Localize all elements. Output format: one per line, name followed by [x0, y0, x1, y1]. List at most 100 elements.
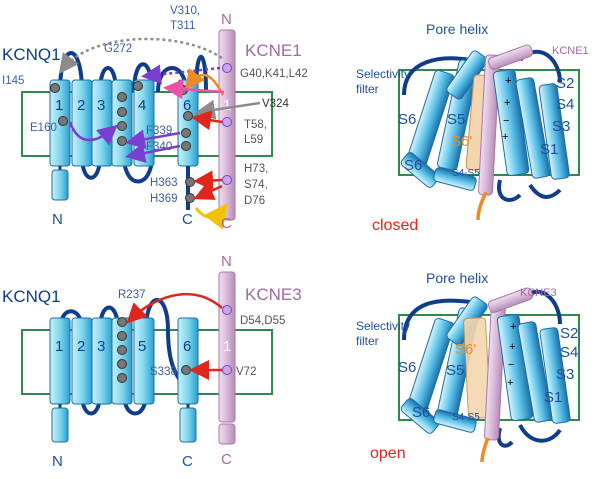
helix-number: 2	[77, 97, 85, 114]
residue-label: F340	[146, 141, 172, 153]
residue-label: V310,	[170, 5, 200, 17]
c-terminal-helix	[179, 407, 197, 443]
red-arrow	[191, 110, 223, 131]
helix-5	[133, 317, 155, 405]
kcne-residue-ball	[222, 117, 232, 127]
residue-label: V324	[262, 98, 289, 110]
residue-label: H73,	[244, 163, 268, 175]
filter-label: filter	[356, 82, 379, 96]
pore-helix-label: Pore helix	[426, 270, 488, 286]
purple-arrow	[68, 121, 118, 146]
helix-2	[71, 79, 93, 167]
kcne-c-label: C	[221, 451, 232, 468]
pink-arrow	[163, 79, 225, 100]
kcne1-top-helix	[487, 44, 534, 70]
helix-s4-s5	[433, 409, 477, 433]
panel-top-left: 1 2 3 4 6 1 K	[2, 5, 308, 232]
residue-label: L59	[244, 134, 263, 146]
s6-prime-label: S6'	[451, 133, 472, 150]
purple-arrow	[125, 143, 181, 163]
helix-number: 1	[55, 338, 63, 355]
charge-mark: −	[503, 115, 509, 127]
s6-lower-label: S6	[404, 157, 422, 174]
residue-ball	[117, 136, 127, 146]
kcne-n-label: N	[221, 11, 232, 28]
helix-number: 2	[77, 338, 85, 355]
residue-ball	[58, 116, 68, 126]
residue-label: V72	[236, 366, 256, 378]
residue-ball	[117, 345, 127, 355]
charge-mark: −	[508, 359, 514, 371]
kcne-n-label: N	[221, 253, 232, 270]
residue-label: G272	[104, 43, 132, 55]
helix-number: 3	[97, 97, 105, 114]
residue-ball	[50, 83, 60, 93]
c-terminal-label: C	[182, 211, 193, 228]
loop-line	[497, 179, 522, 202]
yellow-arrow	[194, 203, 228, 230]
s4-label: S4	[556, 96, 574, 113]
charge-mark: +	[504, 97, 510, 109]
helix-s1	[539, 327, 571, 424]
n-terminal-helix	[51, 169, 69, 201]
s6-prime-label: S6'	[455, 341, 476, 358]
residue-ball	[185, 177, 195, 187]
kcne3-c-helix	[218, 423, 236, 445]
pore-helix-label: Pore helix	[426, 21, 488, 37]
charge-mark: +	[502, 131, 508, 143]
residue-label: R237	[118, 289, 146, 301]
s1-label: S1	[544, 389, 562, 406]
residue-label: H369	[150, 193, 178, 205]
residue-ball	[181, 128, 191, 138]
purple-arrow	[125, 129, 181, 150]
state-label: open	[370, 445, 406, 462]
helix-number: 3	[97, 338, 105, 355]
s6-label: S6	[398, 111, 416, 128]
charge-mark: +	[509, 341, 515, 353]
residue-ball	[181, 141, 191, 151]
helix-3	[91, 79, 113, 167]
kcne-residue-ball	[222, 305, 232, 315]
residue-ball	[117, 331, 127, 341]
orange-tail	[480, 437, 490, 463]
helix-s4-s5	[433, 167, 477, 191]
s2-label: S2	[560, 325, 578, 342]
residue-ball	[117, 92, 127, 102]
red-arrow	[126, 292, 223, 324]
n-terminal-label: N	[52, 211, 63, 228]
residue-label: H363	[150, 177, 178, 189]
residue-ball	[117, 107, 127, 117]
loop-line	[528, 183, 562, 199]
filter-label: filter	[356, 334, 379, 348]
residue-ball	[133, 81, 143, 91]
helix-s1	[538, 83, 570, 180]
kcne-residue-ball	[222, 365, 232, 375]
s1-label: S1	[540, 141, 558, 158]
residue-label: T58,	[244, 119, 267, 131]
residue-label: E160	[30, 122, 57, 134]
s5-label: S5	[447, 111, 465, 128]
loop-line	[402, 298, 471, 341]
red-arrow	[193, 170, 223, 191]
charge-mark: +	[510, 321, 516, 333]
kcne-helix-number: 1	[223, 338, 231, 355]
loop-line	[496, 427, 514, 448]
kcne1-label: KCNE1	[552, 45, 589, 57]
residue-label: I145	[2, 75, 24, 87]
residue-label: F339	[146, 125, 172, 137]
residue-label: S74,	[244, 179, 268, 191]
kcne-c-label: C	[221, 215, 232, 232]
residue-ball	[183, 111, 193, 121]
helix-s4	[492, 68, 530, 176]
helix-3	[91, 317, 113, 405]
s6-lower-label: S6	[412, 404, 430, 421]
kcnq1-label: KCNQ1	[2, 287, 61, 306]
residue-ball	[117, 317, 127, 327]
residue-label: T311	[170, 20, 195, 32]
kcne-helix-number: 1	[223, 97, 231, 114]
helix-number: 4	[138, 97, 146, 114]
orange-tail	[476, 191, 488, 221]
selectivity-label: Selectivity	[356, 67, 410, 81]
state-label: closed	[372, 217, 418, 234]
